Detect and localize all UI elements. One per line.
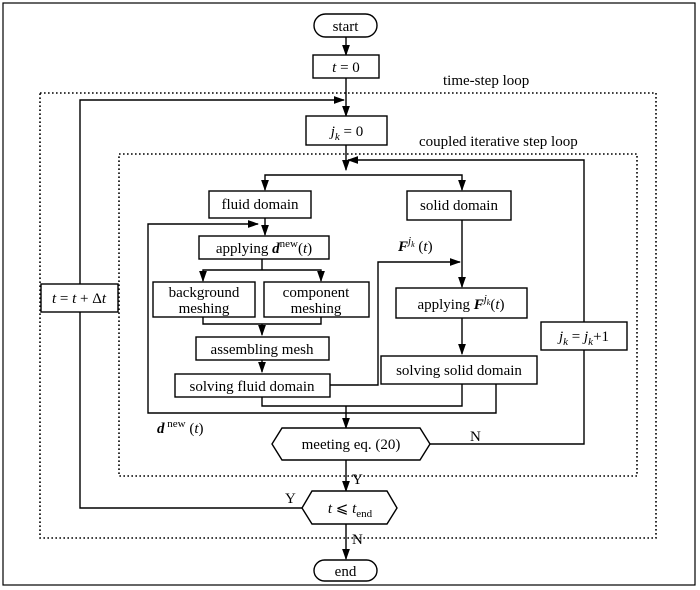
t-increment-label: t = t + Δt: [52, 291, 107, 307]
svg-text:end: end: [335, 564, 357, 580]
svg-text:meeting eq. (20): meeting eq. (20): [302, 437, 401, 453]
F-transfer-label: Fjk (t): [397, 235, 433, 255]
svg-text:start: start: [333, 19, 360, 35]
edge-meshing-merge: [202, 317, 322, 325]
edge-fluid-to-meeting: [261, 396, 346, 407]
time-step-loop-region: [39, 92, 657, 539]
solving-fluid-box: solving fluid domain: [174, 373, 331, 398]
t-init-box: t = 0: [312, 54, 380, 79]
fluid-domain-box: fluid domain: [208, 190, 312, 219]
applying-F-label: applying Fjk(t): [417, 293, 504, 313]
meeting-yes-label: Y: [352, 472, 363, 488]
edge-d-transfer: [147, 220, 497, 414]
end-terminal: end: [313, 559, 378, 582]
t-no-label: N: [352, 532, 363, 548]
assembling-mesh-box: assembling mesh: [195, 336, 330, 361]
svg-text:solving fluid domain: solving fluid domain: [190, 379, 315, 395]
t-yes-label: Y: [285, 491, 296, 507]
solving-solid-box: solving solid domain: [380, 355, 538, 385]
svg-text:assembling mesh: assembling mesh: [211, 342, 314, 358]
edge-applying-d-split: [199, 269, 325, 283]
jk-init-box: jk = 0: [305, 115, 388, 146]
jk-init-label: jk = 0: [329, 124, 364, 143]
svg-text:fluid domain: fluid domain: [221, 197, 299, 213]
jk-increment-label: jk = jk+1: [557, 329, 609, 348]
applying-d-box: applying dnew(t): [198, 235, 330, 260]
t-init-label: t = 0: [332, 60, 360, 76]
svg-text:solving solid domain: solving solid domain: [396, 363, 522, 379]
meeting-eq-decision: meeting eq. (20): [271, 427, 431, 461]
coupled-iterative-loop-label: coupled iterative step loop: [419, 134, 578, 150]
jk-increment-box: jk = jk+1: [540, 321, 628, 351]
solid-domain-box: solid domain: [406, 190, 512, 221]
svg-text:solid domain: solid domain: [420, 198, 498, 214]
applying-F-box: applying Fjk(t): [395, 287, 528, 319]
edge-solid-to-meeting: [346, 384, 463, 407]
edge-meeting-no: [346, 156, 585, 445]
meeting-no-label: N: [470, 429, 481, 445]
d-transfer-label: d new (t): [157, 418, 204, 437]
edge-split: [261, 174, 466, 192]
t-condition-label: t ⩽ tend: [328, 501, 373, 520]
time-step-loop-label: time-step loop: [443, 73, 529, 89]
edge-F-transfer: [330, 258, 462, 386]
start-terminal: start: [313, 13, 378, 38]
applying-d-label: applying dnew(t): [216, 238, 312, 257]
t-condition-decision: t ⩽ tend: [301, 490, 398, 525]
t-increment-box: t = t + Δt: [40, 283, 119, 313]
